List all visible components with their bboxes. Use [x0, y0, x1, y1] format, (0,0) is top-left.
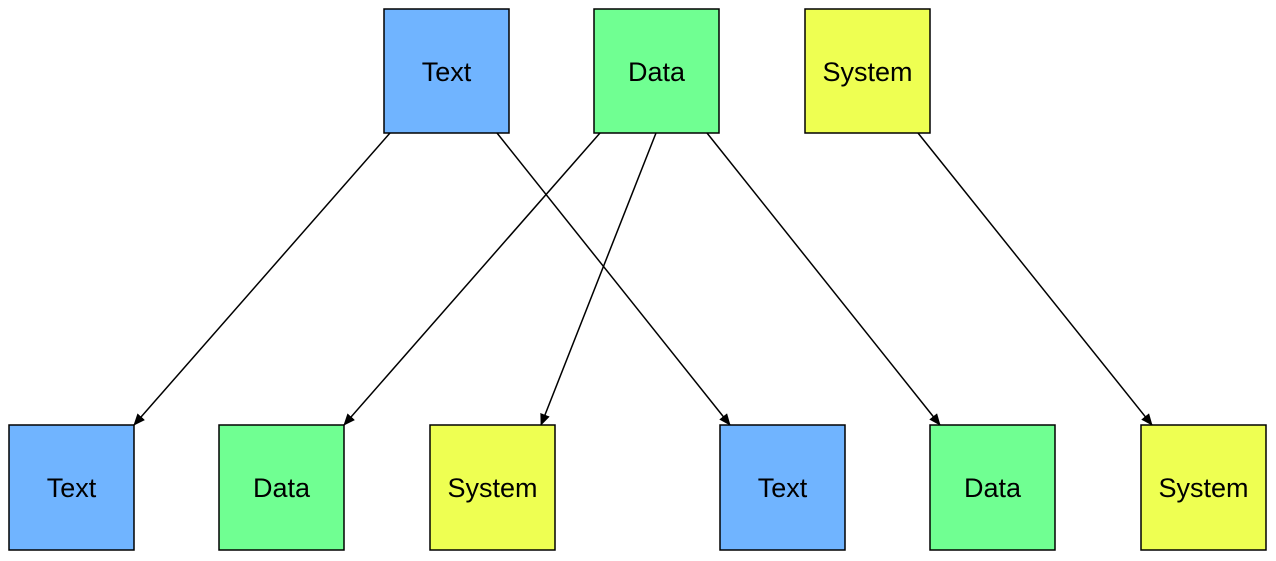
- node-bottom-data-2-box: [929, 424, 1056, 551]
- node-top-data: Data: [593, 8, 720, 134]
- edge-t1-b4: [496, 132, 731, 426]
- edge-t2-b5: [706, 132, 941, 426]
- node-bottom-system-1-box: [429, 424, 556, 551]
- node-top-data-box: [593, 8, 720, 134]
- node-bottom-text-1-label: Text: [47, 473, 97, 503]
- node-bottom-text-1: Text: [8, 424, 135, 551]
- node-bottom-data-1: Data: [218, 424, 345, 551]
- node-bottom-data-2: Data: [929, 424, 1056, 551]
- edges: [133, 132, 1153, 426]
- node-top-system-box: [804, 8, 931, 134]
- bottom-row: Text Data System Text Data System: [8, 424, 1267, 551]
- node-bottom-system-2-box: [1140, 424, 1267, 551]
- edge-t1-b1: [133, 132, 391, 426]
- node-bottom-system-2-label: System: [1158, 473, 1248, 503]
- node-top-text-label: Text: [422, 57, 472, 87]
- node-bottom-text-2: Text: [719, 424, 846, 551]
- edge-t3-b6: [917, 132, 1153, 426]
- node-top-text-box: [383, 8, 510, 134]
- node-top-system-label: System: [822, 57, 912, 87]
- node-top-data-label: Data: [628, 57, 686, 87]
- edge-t2-b2: [343, 132, 601, 426]
- node-bottom-data-1-box: [218, 424, 345, 551]
- node-bottom-text-1-box: [8, 424, 135, 551]
- edge-t2-b3: [540, 132, 657, 426]
- node-bottom-data-1-label: Data: [253, 473, 311, 503]
- node-bottom-system-1-label: System: [447, 473, 537, 503]
- node-bottom-system-2: System: [1140, 424, 1267, 551]
- node-top-text: Text: [383, 8, 510, 134]
- node-top-system: System: [804, 8, 931, 134]
- node-bottom-text-2-box: [719, 424, 846, 551]
- top-row: Text Data System: [383, 8, 931, 134]
- node-bottom-text-2-label: Text: [758, 473, 808, 503]
- node-bottom-data-2-label: Data: [964, 473, 1022, 503]
- node-bottom-system-1: System: [429, 424, 556, 551]
